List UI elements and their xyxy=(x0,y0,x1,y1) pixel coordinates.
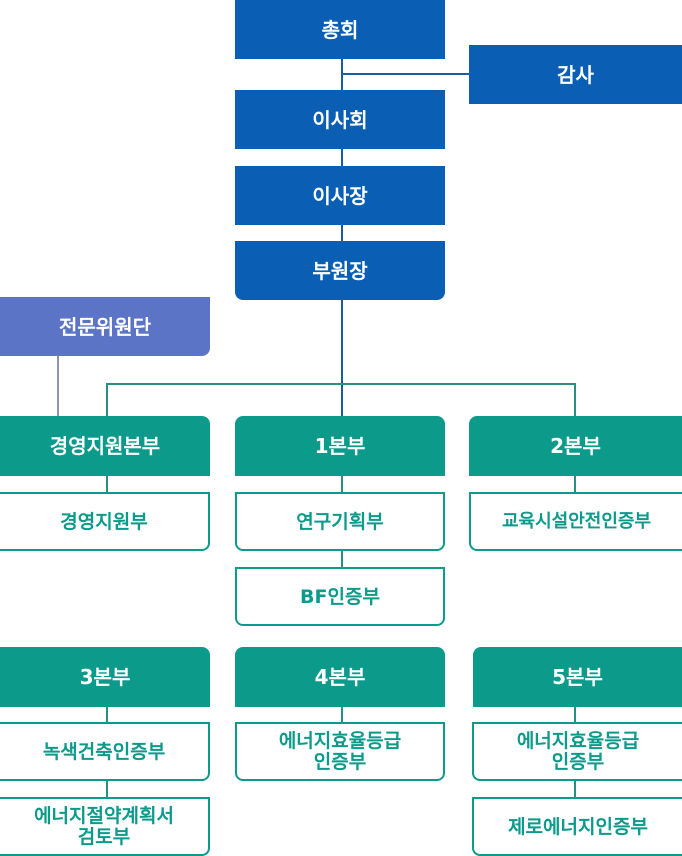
connector-line xyxy=(574,706,576,723)
vice-president-box: 부원장 xyxy=(235,241,445,300)
expert-committee-box: 전문위원단 xyxy=(0,297,210,356)
division-4: 4본부 xyxy=(235,647,445,707)
division-management-support: 경영지원본부 xyxy=(0,416,210,476)
connector-line xyxy=(574,383,576,416)
division-1: 1본부 xyxy=(235,416,445,476)
dept-energy-efficiency-rating-5: 에너지효율등급 인증부 xyxy=(472,722,682,781)
chairman-box: 이사장 xyxy=(235,166,445,225)
dept-zero-energy-certification: 제로에너지인증부 xyxy=(472,797,682,856)
connector-line xyxy=(342,73,469,75)
dept-energy-saving-plan-review: 에너지절약계획서 검토부 xyxy=(0,797,210,856)
division-5: 5본부 xyxy=(473,647,682,707)
assembly-box: 총회 xyxy=(235,0,445,59)
connector-line xyxy=(341,299,343,416)
division-2: 2본부 xyxy=(469,416,682,476)
dept-school-facility-safety: 교육시설안전인증부 xyxy=(469,492,682,551)
auditor-box: 감사 xyxy=(469,45,682,104)
connector-line xyxy=(341,476,343,493)
connector-line xyxy=(574,780,576,797)
division-3: 3본부 xyxy=(0,647,210,707)
dept-research-planning: 연구기획부 xyxy=(235,492,445,551)
connector-line xyxy=(106,383,108,416)
connector-line xyxy=(106,476,108,493)
connector-line xyxy=(106,383,576,385)
dept-management-support: 경영지원부 xyxy=(0,492,210,551)
board-box: 이사회 xyxy=(235,90,445,149)
connector-line xyxy=(341,706,343,723)
connector-line xyxy=(341,224,343,241)
connector-line xyxy=(341,148,343,166)
connector-line xyxy=(106,780,108,797)
connector-line xyxy=(106,706,108,723)
dept-energy-efficiency-rating-4: 에너지효율등급 인증부 xyxy=(235,722,445,781)
dept-green-building-certification: 녹색건축인증부 xyxy=(0,722,210,781)
connector-line xyxy=(341,550,343,568)
connector-line xyxy=(57,355,59,416)
dept-bf-certification: BF인증부 xyxy=(235,567,445,626)
connector-line xyxy=(574,476,576,493)
